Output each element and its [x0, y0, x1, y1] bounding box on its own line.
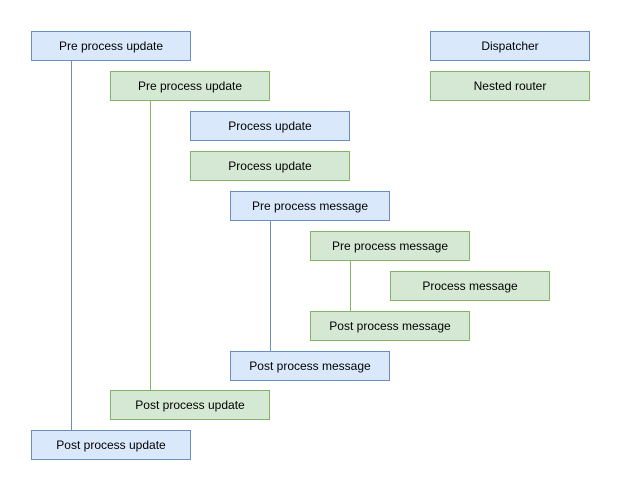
node-label: Pre process message — [251, 199, 369, 213]
node-label: Process update — [228, 159, 312, 173]
node-label: Pre process update — [58, 39, 164, 53]
node-post-process-update-nested-router[interactable]: Post process update — [110, 390, 270, 420]
node-post-process-update-dispatcher[interactable]: Post process update — [31, 430, 191, 460]
node-pre-process-update-dispatcher[interactable]: Pre process update — [31, 31, 191, 61]
legend-dispatcher[interactable]: Dispatcher — [430, 31, 590, 61]
connector-pre-post-update-nested-router — [150, 101, 151, 390]
connector-pre-post-message-dispatcher — [270, 221, 271, 351]
node-post-process-message-nested-router[interactable]: Post process message — [310, 311, 470, 341]
node-label: Post process update — [56, 438, 166, 452]
node-label: Process message — [422, 279, 518, 293]
node-pre-process-message-dispatcher[interactable]: Pre process message — [230, 191, 390, 221]
node-process-update-nested-router[interactable]: Process update — [190, 151, 350, 181]
node-post-process-message-dispatcher[interactable]: Post process message — [230, 351, 390, 381]
legend-dispatcher-label: Dispatcher — [481, 39, 539, 53]
node-label: Post process message — [329, 319, 451, 333]
node-label: Pre process message — [331, 239, 449, 253]
connector-pre-post-message-nested-router — [350, 261, 351, 311]
connector-pre-post-update-dispatcher — [71, 61, 72, 430]
node-pre-process-update-nested-router[interactable]: Pre process update — [110, 71, 270, 101]
node-pre-process-message-nested-router[interactable]: Pre process message — [310, 231, 470, 261]
node-label: Post process message — [249, 359, 371, 373]
node-label: Pre process update — [137, 79, 243, 93]
node-label: Process update — [228, 119, 312, 133]
node-process-update-dispatcher[interactable]: Process update — [190, 111, 350, 141]
legend-nested-router[interactable]: Nested router — [430, 71, 590, 101]
legend-nested-router-label: Nested router — [473, 79, 547, 93]
node-process-message-nested-router[interactable]: Process message — [390, 271, 550, 301]
node-label: Post process update — [135, 398, 245, 412]
